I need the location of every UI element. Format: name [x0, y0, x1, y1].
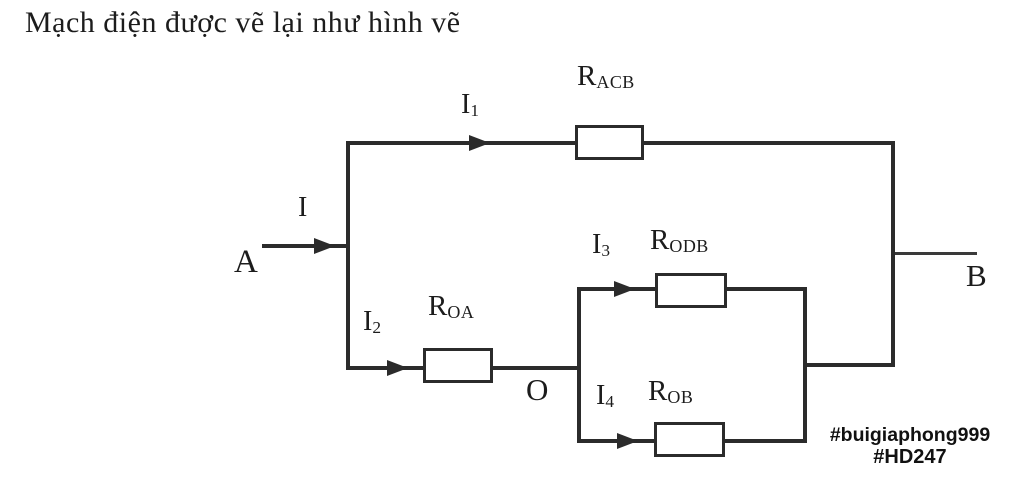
wire-right-vertical [891, 141, 895, 367]
wire-join-to-b [803, 363, 895, 367]
resistor-racb [575, 125, 644, 160]
resistor-rodb [655, 273, 727, 308]
resistor-roa [423, 348, 493, 383]
watermark-line2: #HD247 [873, 446, 947, 469]
terminal-label-a: A [234, 244, 258, 280]
wire-b-lead [895, 252, 977, 255]
arrow-current-main-icon [314, 238, 335, 254]
resistor-label-roa: ROA [428, 290, 475, 323]
resistor-label-rob: ROB [648, 375, 694, 408]
figure-caption: Mạch điện được vẽ lại như hình vẽ [25, 6, 461, 39]
resistor-rob [654, 422, 725, 457]
current-label-i3: I3 [592, 229, 611, 261]
arrow-current-i3-icon [614, 281, 635, 297]
current-label-main: I [298, 192, 308, 223]
current-label-i4: I4 [596, 380, 615, 412]
wire-a-lead [262, 244, 346, 248]
resistor-label-rodb: RODB [650, 224, 709, 257]
terminal-label-b: B [966, 258, 987, 293]
watermark: #buigiaphong999 #HD247 [818, 424, 1002, 469]
current-label-i1: I1 [461, 89, 480, 121]
current-label-i2: I2 [363, 306, 382, 338]
arrow-current-i2-icon [387, 360, 408, 376]
arrow-current-i4-icon [617, 433, 638, 449]
arrow-current-i1-icon [469, 135, 490, 151]
resistor-label-racb: RACB [577, 60, 635, 93]
terminal-label-o: O [526, 372, 549, 407]
watermark-line1: #buigiaphong999 [829, 424, 991, 446]
wire-o-vertical [577, 287, 581, 443]
wire-left-vertical [346, 141, 350, 370]
